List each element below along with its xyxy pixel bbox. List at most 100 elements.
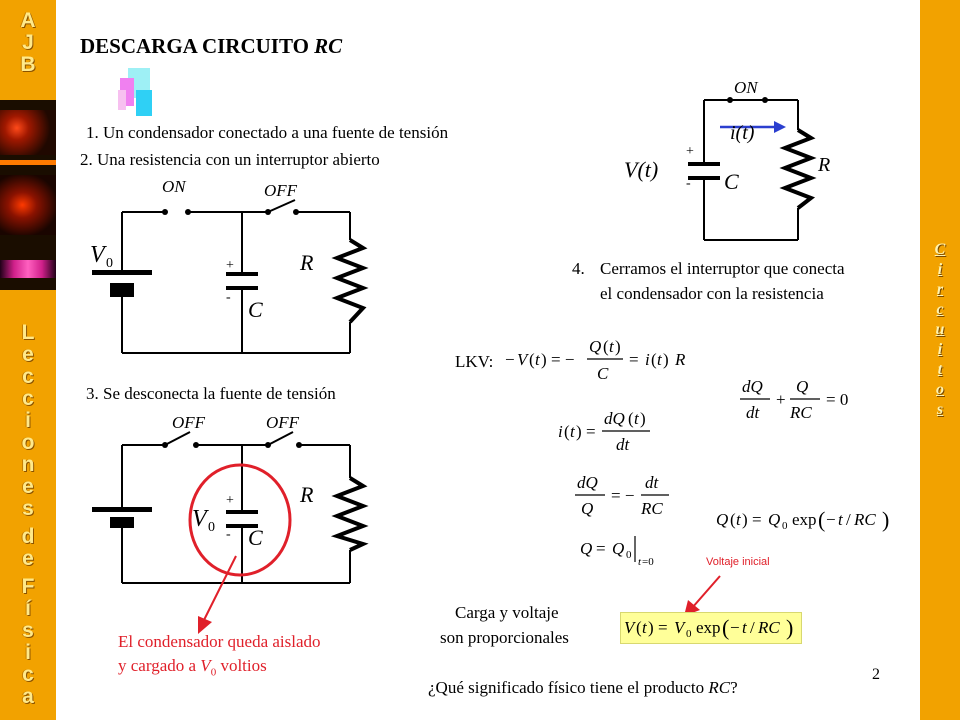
svg-text:t: t bbox=[609, 337, 615, 356]
svg-text:): ) bbox=[786, 615, 793, 640]
svg-text:i: i bbox=[645, 350, 650, 369]
isolated-arrow bbox=[198, 555, 237, 634]
voltage-equation-box bbox=[620, 612, 802, 644]
svg-text:t: t bbox=[838, 510, 844, 529]
svg-text:): ) bbox=[541, 350, 547, 369]
capacitor-label: C bbox=[724, 169, 739, 194]
svg-text:dt: dt bbox=[645, 473, 660, 492]
plus-sign: + bbox=[226, 258, 234, 273]
svg-text:dQ: dQ bbox=[577, 473, 598, 492]
current-equation: i(t)= dQ(t) dt bbox=[558, 409, 650, 454]
closing-question: ¿Qué significado físico tiene el product… bbox=[428, 678, 738, 697]
page-number: 2 bbox=[872, 666, 880, 683]
proportional-note-line-2: son proporcionales bbox=[440, 628, 569, 647]
step-1-text: 1. Un condensador conectado a una fuente… bbox=[86, 123, 449, 142]
svg-text:=0: =0 bbox=[642, 556, 654, 568]
svg-text:t: t bbox=[634, 409, 640, 428]
step-4-line-1: Cerramos el interruptor que conecta bbox=[600, 259, 845, 278]
svg-text:exp: exp bbox=[696, 618, 721, 637]
svg-text:t: t bbox=[642, 618, 648, 637]
svg-text:(: ( bbox=[651, 350, 657, 369]
svg-text:−: − bbox=[505, 350, 515, 369]
step-2-text: 2. Una resistencia con un interruptor ab… bbox=[80, 150, 380, 169]
off-label-2: OFF bbox=[266, 413, 300, 432]
isolated-note-line-1: El condensador queda aislado bbox=[118, 632, 321, 651]
svg-text:V: V bbox=[517, 350, 530, 369]
svg-text:R: R bbox=[674, 350, 686, 369]
svg-text:t: t bbox=[535, 350, 541, 369]
minus-sign: - bbox=[686, 176, 691, 191]
isolated-note-line-2: y cargado a V0 voltios bbox=[118, 656, 267, 679]
plus-sign: + bbox=[686, 144, 694, 159]
svg-text:(: ( bbox=[628, 409, 634, 428]
svg-text:0: 0 bbox=[686, 628, 692, 640]
page-title: DESCARGA CIRCUITO RC bbox=[80, 34, 343, 58]
svg-text:dQ: dQ bbox=[604, 409, 625, 428]
svg-text:dt: dt bbox=[616, 435, 631, 454]
svg-text:C: C bbox=[597, 364, 609, 383]
svg-text:= −: = − bbox=[611, 486, 634, 505]
sidebar-logo: A J B bbox=[20, 9, 36, 76]
sidebar-image-strip bbox=[0, 100, 56, 290]
lkv-label: LKV: bbox=[455, 352, 494, 371]
svg-text:/: / bbox=[750, 618, 755, 637]
svg-text:Q: Q bbox=[716, 510, 728, 529]
svg-text:−: − bbox=[826, 510, 836, 529]
separated-equation: dQ Q = − dt RC bbox=[575, 473, 669, 518]
svg-text:= −: = − bbox=[551, 350, 574, 369]
initial-voltage-note: Voltaje inicial bbox=[706, 556, 770, 568]
svg-text:−: − bbox=[730, 618, 740, 637]
on-label: ON bbox=[734, 78, 759, 97]
svg-text:= 0: = 0 bbox=[826, 390, 848, 409]
svg-text:=: = bbox=[752, 510, 762, 529]
minus-sign: - bbox=[226, 290, 231, 305]
svg-text:=: = bbox=[596, 539, 606, 558]
svg-text:(: ( bbox=[603, 337, 609, 356]
v0-subscript: 0 bbox=[106, 256, 113, 271]
off-label: OFF bbox=[264, 181, 298, 200]
circuit-1-diagram: ON OFF V 0 R C + - bbox=[90, 177, 369, 354]
svg-text:t: t bbox=[736, 510, 742, 529]
svg-text:0: 0 bbox=[626, 549, 632, 561]
svg-text:): ) bbox=[615, 337, 621, 356]
svg-text:i: i bbox=[558, 422, 563, 441]
capacitor-label: C bbox=[248, 525, 263, 550]
svg-text:=: = bbox=[658, 618, 668, 637]
svg-text:): ) bbox=[663, 350, 669, 369]
current-label: i(t) bbox=[730, 122, 755, 144]
svg-text:(: ( bbox=[564, 422, 570, 441]
svg-text:): ) bbox=[576, 422, 582, 441]
step-4-number: 4. bbox=[572, 259, 585, 278]
step-4-line-2: el condensador con la resistencia bbox=[600, 284, 824, 303]
plus-sign: + bbox=[226, 493, 234, 508]
v0-label: V bbox=[90, 242, 107, 268]
svg-text:V: V bbox=[624, 618, 637, 637]
svg-text:dQ: dQ bbox=[742, 377, 763, 396]
svg-text:): ) bbox=[882, 507, 889, 532]
differential-equation: dQ dt + Q RC = 0 bbox=[740, 377, 848, 422]
highlight-circle bbox=[188, 463, 292, 577]
svg-text:Q: Q bbox=[768, 510, 780, 529]
svg-text:=: = bbox=[629, 350, 639, 369]
svg-text:/: / bbox=[846, 510, 851, 529]
svg-text:(: ( bbox=[730, 510, 736, 529]
svg-text:t: t bbox=[638, 556, 642, 568]
svg-text:RC: RC bbox=[853, 510, 876, 529]
svg-text:=: = bbox=[586, 422, 596, 441]
svg-text:RC: RC bbox=[640, 499, 663, 518]
svg-text:(: ( bbox=[636, 618, 642, 637]
off-label-1: OFF bbox=[172, 413, 206, 432]
sidebar-vertical-title: L e c c i o n e s d e F í s i c a bbox=[21, 321, 35, 708]
svg-text:Q: Q bbox=[581, 499, 593, 518]
v0-subscript: 0 bbox=[208, 520, 215, 535]
svg-text:t: t bbox=[742, 618, 748, 637]
circuit-3-diagram: ON i(t) V(t) R C + - bbox=[624, 78, 830, 241]
step-3-text: 3. Se desconecta la fuente de tensión bbox=[86, 384, 336, 403]
resistor-label: R bbox=[299, 250, 314, 275]
svg-text:RC: RC bbox=[757, 618, 780, 637]
svg-text:): ) bbox=[742, 510, 748, 529]
svg-text:+: + bbox=[776, 390, 786, 409]
